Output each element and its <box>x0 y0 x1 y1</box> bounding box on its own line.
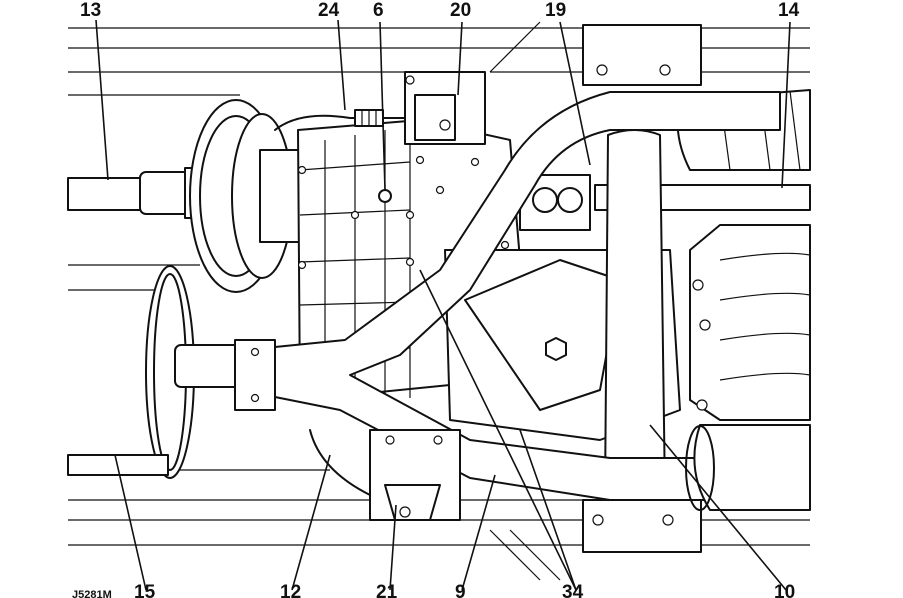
callout-15: 15 <box>134 582 156 598</box>
callout-10: 10 <box>774 582 795 598</box>
callout-24: 24 <box>318 0 340 21</box>
callout-21: 21 <box>376 582 398 598</box>
axle-tube <box>174 339 276 411</box>
callout-6: 6 <box>373 0 384 21</box>
rear-axle-flange <box>67 265 195 479</box>
callout-34: 34 <box>562 582 584 598</box>
leader-lines <box>95 19 791 591</box>
callouts: 13 24 6 20 19 14 15 12 21 9 34 10 <box>80 0 800 598</box>
mounting-bracket-bottom <box>369 429 461 521</box>
callout-14: 14 <box>778 0 800 21</box>
transmission-brake-drum <box>189 99 301 293</box>
mounting-bracket-top <box>404 71 486 145</box>
callout-12: 12 <box>280 582 301 598</box>
callout-9: 9 <box>455 582 466 598</box>
drain-plug <box>378 189 392 203</box>
silencer <box>685 424 811 511</box>
handbrake-cable <box>274 109 406 131</box>
casing-lower-edge <box>309 429 371 496</box>
y-frame-chassis-member <box>264 91 781 501</box>
callout-13: 13 <box>80 0 101 21</box>
filler-plug-hex <box>545 337 567 361</box>
rear-propeller-shaft <box>519 174 811 231</box>
callout-20: 20 <box>450 0 471 21</box>
front-propeller-shaft <box>67 167 201 219</box>
callout-19: 19 <box>545 0 566 21</box>
figure-reference-code: J5281M <box>72 589 112 598</box>
